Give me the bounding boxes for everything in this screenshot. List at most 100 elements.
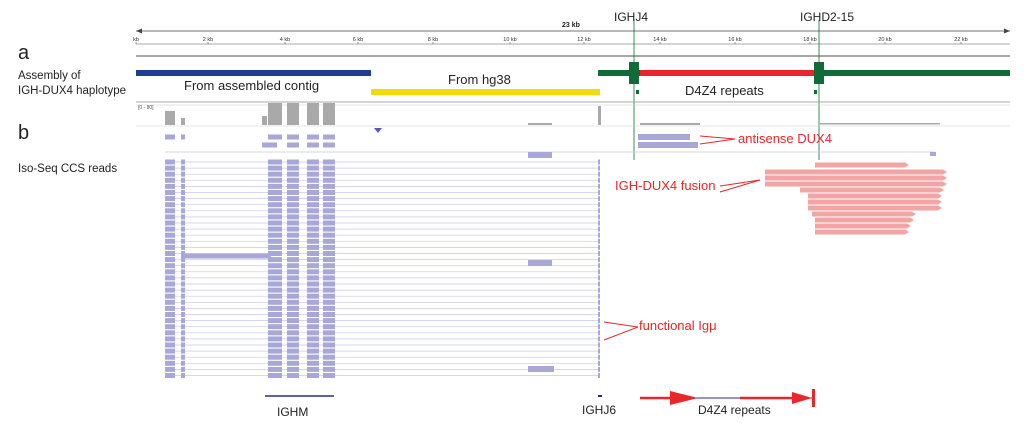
read-exon (287, 214, 299, 220)
read-exon (598, 373, 600, 378)
read-exon (287, 305, 299, 311)
read-exon (165, 354, 175, 360)
read-exon (323, 312, 335, 317)
read-exon (307, 269, 319, 275)
read-exon (598, 251, 600, 256)
segment-hg38-label: From hg38 (448, 72, 511, 87)
ighd2-15-block (814, 62, 824, 84)
read-exon (181, 305, 185, 311)
read-exon (268, 324, 282, 330)
read-exon (307, 360, 319, 366)
read-exon (598, 305, 600, 311)
read-exon (268, 171, 282, 177)
read-strand-arrow (912, 211, 916, 217)
assembly-track (136, 62, 1010, 95)
read-exon (307, 354, 319, 360)
read-exon (181, 324, 185, 330)
read-exon (598, 202, 600, 208)
read-exon (323, 244, 335, 250)
read-exon (598, 244, 600, 250)
read-strand-arrow (940, 187, 944, 193)
read-exon (307, 232, 319, 238)
read-exon (287, 324, 299, 330)
coverage-bar (262, 116, 267, 125)
read-exon (765, 169, 943, 175)
read-exon (808, 205, 938, 211)
read-exon (307, 171, 319, 177)
gene-track (265, 389, 815, 407)
read-exon (323, 226, 335, 232)
read-exon (307, 348, 319, 354)
coverage-bar (323, 103, 335, 125)
segment-contig-label: From assembled contig (184, 78, 320, 93)
read-exon (165, 226, 175, 232)
flank-bar-right (824, 70, 1010, 76)
read-exon (323, 165, 335, 171)
read-exon (268, 226, 282, 232)
read-exon (268, 348, 282, 354)
read-exon (165, 342, 175, 348)
read-exon (165, 348, 175, 354)
read-exon (930, 152, 936, 156)
read-exon (323, 324, 335, 330)
read-exon (808, 199, 938, 205)
read-exon (181, 171, 185, 177)
read-exon (181, 360, 185, 366)
read-exon (165, 214, 175, 220)
read-exon (323, 373, 335, 378)
read-exon (307, 196, 319, 202)
read-strand-arrow (938, 193, 942, 199)
read-strand-arrow (905, 229, 909, 235)
segment-repeats-label: D4Z4 repeats (685, 83, 764, 98)
read-exon (165, 257, 175, 263)
read-exon (268, 281, 282, 287)
read-exon (307, 324, 319, 330)
read-exon (323, 366, 335, 372)
read-exon (287, 263, 299, 269)
read-exon (323, 196, 335, 202)
read-exon (323, 318, 335, 324)
read-exon (181, 208, 185, 214)
read-exon (165, 336, 175, 342)
read-exon (598, 171, 600, 177)
read-strand-arrow (905, 162, 909, 168)
read-exon (268, 214, 282, 220)
read-exon (287, 190, 299, 195)
panel-a-letter: a (18, 42, 30, 64)
read-exon (181, 366, 185, 372)
read-exon (598, 226, 600, 232)
read-exon (307, 251, 319, 256)
read-exon (323, 305, 335, 311)
read-exon (323, 263, 335, 269)
read-exon (287, 208, 299, 214)
read-exon (307, 202, 319, 208)
read-strand-arrow (943, 169, 947, 175)
ighj4-label: IGHJ4 (614, 10, 649, 24)
read-exon (268, 366, 282, 372)
read-strand-arrow (943, 181, 947, 187)
repeat-arrow-left (670, 391, 698, 405)
read-exon (307, 366, 319, 372)
read-exon (598, 312, 600, 317)
read-exon (165, 373, 175, 378)
read-exon (268, 134, 282, 140)
read-exon (268, 354, 282, 360)
read-exon (323, 336, 335, 342)
read-exon (598, 293, 600, 299)
read-exon (307, 183, 319, 189)
read-exon (307, 159, 319, 165)
read-exon (307, 142, 319, 148)
read-exon (307, 281, 319, 287)
read-exon (765, 181, 943, 187)
ruler-tick-label: 22 kb (954, 37, 967, 43)
read-exon (323, 134, 335, 140)
read-exon (323, 293, 335, 299)
coverage-bar (820, 123, 940, 125)
read-exon (181, 299, 185, 305)
read-exon (287, 220, 299, 226)
read-exon (598, 281, 600, 287)
read-exon (181, 330, 185, 336)
read-exon (815, 223, 907, 229)
read-exon (598, 269, 600, 275)
